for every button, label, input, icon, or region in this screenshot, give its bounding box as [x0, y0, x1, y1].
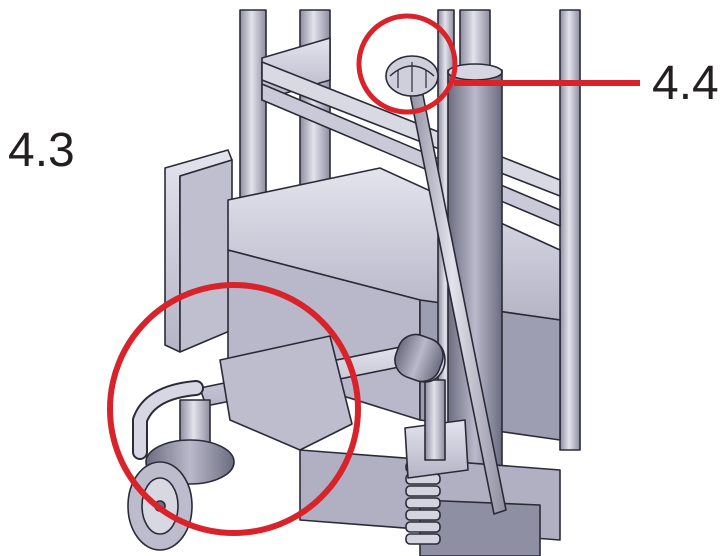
machine-drawing — [127, 9, 581, 556]
label-right: 4.4 — [652, 57, 719, 110]
caster-wheel-callout-circle — [107, 282, 361, 536]
handle-knob-callout-circle — [356, 13, 458, 115]
fork-bracket-left-side — [179, 159, 233, 353]
pedal-post — [424, 379, 446, 461]
linkage-sleeve — [394, 333, 444, 383]
callouts — [107, 13, 640, 536]
rear-pole-right — [559, 9, 581, 451]
label-left: 4.3 — [8, 124, 75, 177]
wheel-bracket — [219, 335, 353, 451]
